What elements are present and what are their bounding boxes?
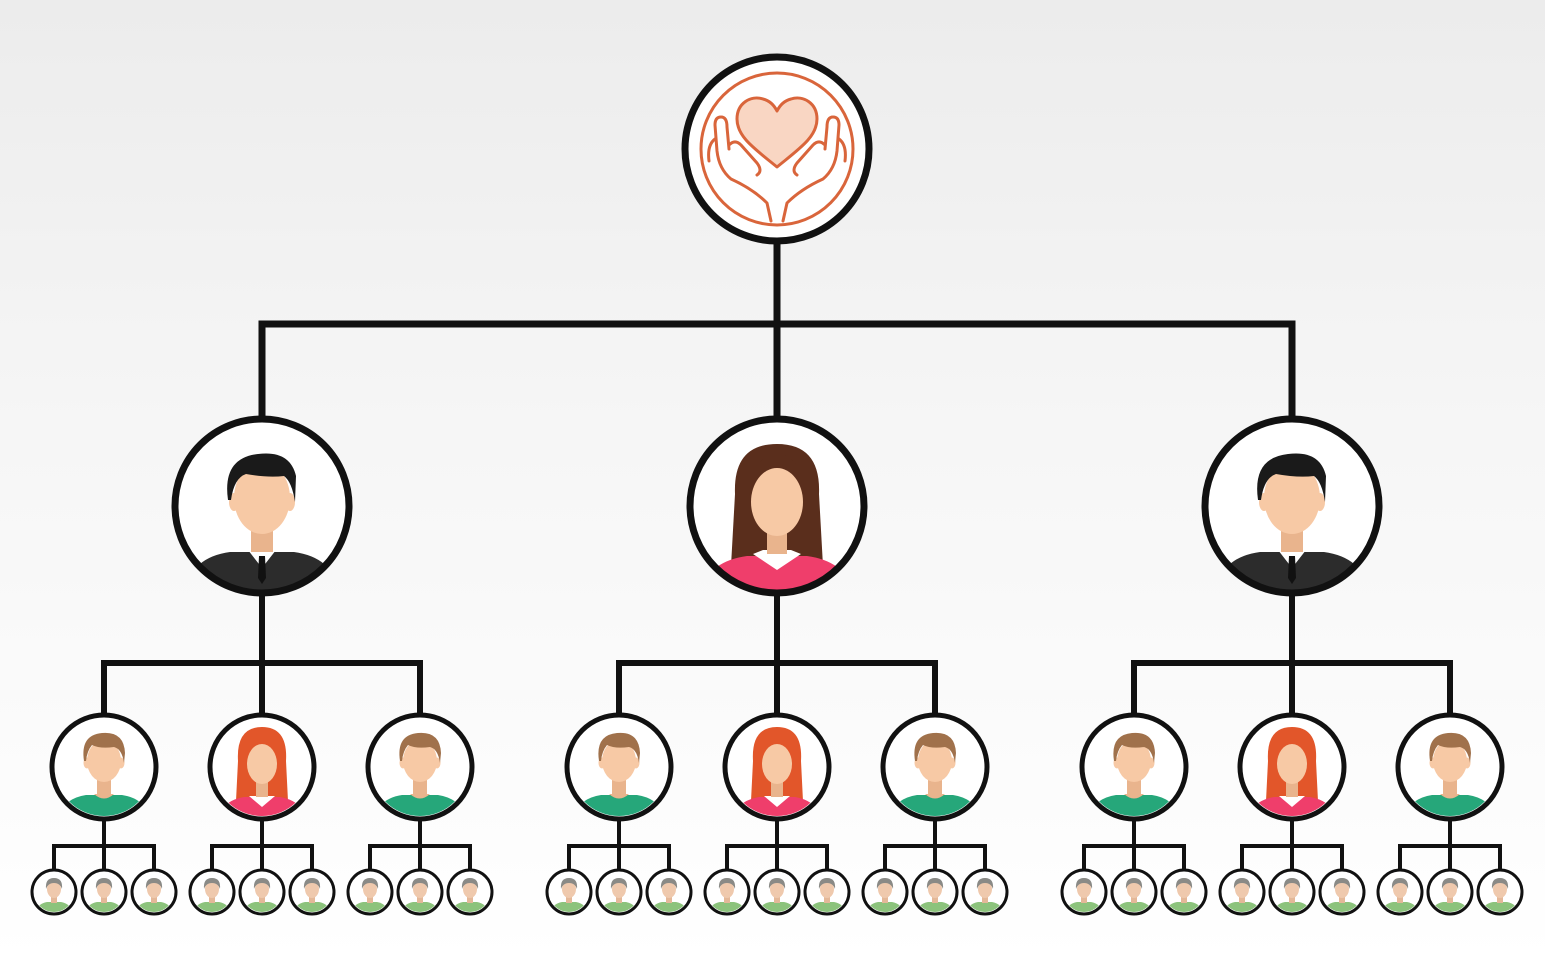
level2-node [365,712,475,822]
small-person-avatar-icon [865,878,905,912]
small-person-avatar-icon [649,878,689,912]
woman-avatar-icon [1246,727,1338,816]
level2-node [722,712,832,822]
level3-node [803,868,851,916]
level3-node [1426,868,1474,916]
small-person-avatar-icon [1322,878,1362,912]
level2-node [1079,712,1189,822]
man-in-suit-avatar-icon [1214,453,1370,590]
level2-node [880,712,990,822]
small-person-avatar-icon [915,878,955,912]
connector-lines [52,237,1502,872]
woman-avatar-icon [731,727,823,816]
level2-node [207,712,317,822]
small-person-avatar-icon [84,878,124,912]
level1-node [686,415,868,597]
small-person-avatar-icon [757,878,797,912]
level3-node [1218,868,1266,916]
level3-node [346,868,394,916]
level2-node [1237,712,1347,822]
small-person-avatar-icon [965,878,1005,912]
nodes [30,53,1524,916]
small-person-avatar-icon [450,878,490,912]
level3-node [1318,868,1366,916]
man-avatar-icon [1088,732,1180,816]
level3-node [961,868,1009,916]
small-person-avatar-icon [242,878,282,912]
man-avatar-icon [1404,732,1496,816]
small-person-avatar-icon [400,878,440,912]
man-avatar-icon [889,732,981,816]
level3-node [911,868,959,916]
level3-node [1476,868,1524,916]
level3-node [861,868,909,916]
level3-node [703,868,751,916]
small-person-avatar-icon [1222,878,1262,912]
level3-node [130,868,178,916]
level3-node [1110,868,1158,916]
level3-node [396,868,444,916]
small-person-avatar-icon [134,878,174,912]
woman-avatar-icon [699,444,855,590]
man-avatar-icon [374,732,466,816]
small-person-avatar-icon [350,878,390,912]
small-person-avatar-icon [34,878,74,912]
small-person-avatar-icon [549,878,589,912]
level3-node [753,868,801,916]
small-person-avatar-icon [1480,878,1520,912]
level3-node [645,868,693,916]
small-person-avatar-icon [807,878,847,912]
level3-node [1376,868,1424,916]
level3-node [1160,868,1208,916]
level3-node [595,868,643,916]
level3-node [446,868,494,916]
small-person-avatar-icon [707,878,747,912]
level3-node [1060,868,1108,916]
level2-node [1395,712,1505,822]
level3-node [188,868,236,916]
man-avatar-icon [58,732,150,816]
level1-node [1201,415,1383,597]
level3-node [1268,868,1316,916]
level2-node [49,712,159,822]
small-person-avatar-icon [292,878,332,912]
level3-node [80,868,128,916]
small-person-avatar-icon [1114,878,1154,912]
small-person-avatar-icon [1064,878,1104,912]
small-person-avatar-icon [1430,878,1470,912]
woman-avatar-icon [216,727,308,816]
small-person-avatar-icon [1272,878,1312,912]
small-person-avatar-icon [1380,878,1420,912]
level1-node [171,415,353,597]
level3-node [30,868,78,916]
small-person-avatar-icon [192,878,232,912]
level3-node [288,868,336,916]
heart-in-hands-icon [699,71,855,227]
level3-node [238,868,286,916]
small-person-avatar-icon [1164,878,1204,912]
man-avatar-icon [573,732,665,816]
root-node [681,53,873,245]
level2-node [564,712,674,822]
small-person-avatar-icon [599,878,639,912]
level3-node [545,868,593,916]
